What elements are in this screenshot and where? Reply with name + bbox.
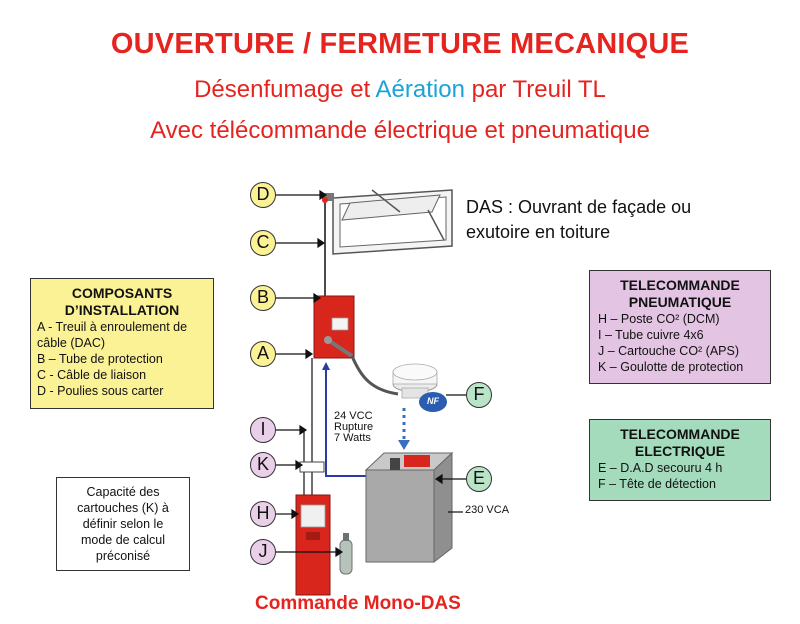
composants-item: câble (DAC) <box>37 336 106 350</box>
label-circle-k: K <box>250 452 276 478</box>
dad-box-graphic <box>364 451 454 564</box>
label-circle-i: I <box>250 417 276 443</box>
composants-item: D - Poulies sous carter <box>37 384 164 398</box>
capacite-line: préconisé <box>95 549 151 563</box>
composants-box: COMPOSANTS D’INSTALLATION A - Treuil à e… <box>30 278 214 409</box>
label-circle-f: F <box>466 382 492 408</box>
subtitle-line3: Avec télécommande électrique et pneumati… <box>150 117 650 144</box>
pulley-dot <box>322 197 328 203</box>
pneumatique-heading-1: TELECOMMANDE <box>620 277 740 293</box>
composants-item: C - Câble de liaison <box>37 368 147 382</box>
capacite-line: Capacité des <box>86 485 160 499</box>
label-circle-a: A <box>250 341 276 367</box>
capacite-line: définir selon le <box>82 517 164 531</box>
power-label: 7 Watts <box>334 432 371 444</box>
vca-label: 230 VCA <box>465 504 510 516</box>
winch-graphic <box>313 295 355 359</box>
pneumatique-item: H – Poste CO² (DCM) <box>598 312 720 326</box>
electrique-heading-1: TELECOMMANDE <box>620 426 740 442</box>
das-line-2: exutoire en toiture <box>466 222 611 242</box>
label-circle-d: D <box>250 182 276 208</box>
nf-logo <box>419 392 447 412</box>
label-circle-h: H <box>250 501 276 527</box>
pneumatique-item: K – Goulotte de protection <box>598 360 744 374</box>
voltage-label: 24 VCC <box>334 410 373 422</box>
pneumatique-item: I – Tube cuivre 4x6 <box>598 328 704 342</box>
das-line-1: DAS : Ouvrant de façade ou <box>466 197 692 217</box>
subtitle: Désenfumage et Aération par Treuil TL <box>0 76 800 104</box>
pneumatique-heading-2: PNEUMATIQUE <box>628 294 732 310</box>
composants-heading-1: COMPOSANTS <box>71 285 173 301</box>
label-circle-b: B <box>250 285 276 311</box>
das-description: DAS : Ouvrant de façade ou exutoire en t… <box>466 195 746 245</box>
label-circle-c: C <box>250 230 276 256</box>
electrique-box: TELECOMMANDE ELECTRIQUE E – D.A.D secour… <box>589 419 771 501</box>
subtitle-accent: Aération <box>375 76 465 103</box>
window-das-graphic <box>322 189 453 255</box>
main-title: OUVERTURE / FERMETURE MECANIQUE <box>110 28 690 60</box>
label-circle-j: J <box>250 539 276 565</box>
co2-cartridge-graphic <box>339 533 353 575</box>
composants-item: A - Treuil à enroulement de <box>37 320 188 334</box>
electrique-heading-2: ELECTRIQUE <box>634 443 726 459</box>
composants-item: B – Tube de protection <box>37 352 163 366</box>
subtitle-part2: par Treuil TL <box>464 76 606 103</box>
footer-title: Commande Mono-DAS <box>255 593 461 614</box>
pneumatique-box: TELECOMMANDE PNEUMATIQUE H – Poste CO² (… <box>589 270 771 384</box>
pneumatique-item: J – Cartouche CO² (APS) <box>598 344 740 358</box>
capacite-note-box: Capacité des cartouches (K) à définir se… <box>56 477 190 571</box>
co2-station-graphic <box>295 494 331 596</box>
capacite-line: cartouches (K) à <box>77 501 169 515</box>
electrique-item: E – D.A.D secouru 4 h <box>598 461 723 475</box>
subtitle-part1: Désenfumage et <box>194 76 376 103</box>
detector-head-graphic <box>392 363 438 399</box>
electrical-rating: 24 VCC Rupture 7 Watts <box>334 411 373 444</box>
electrique-item: F – Tête de détection <box>598 477 716 491</box>
rupture-label: Rupture <box>334 421 374 433</box>
composants-heading-2: D’INSTALLATION <box>64 302 180 318</box>
electric-wire <box>325 364 374 477</box>
capacite-line: mode de calcul <box>80 533 166 547</box>
nf-logo-text: NF <box>427 396 439 406</box>
label-circle-e: E <box>466 466 492 492</box>
